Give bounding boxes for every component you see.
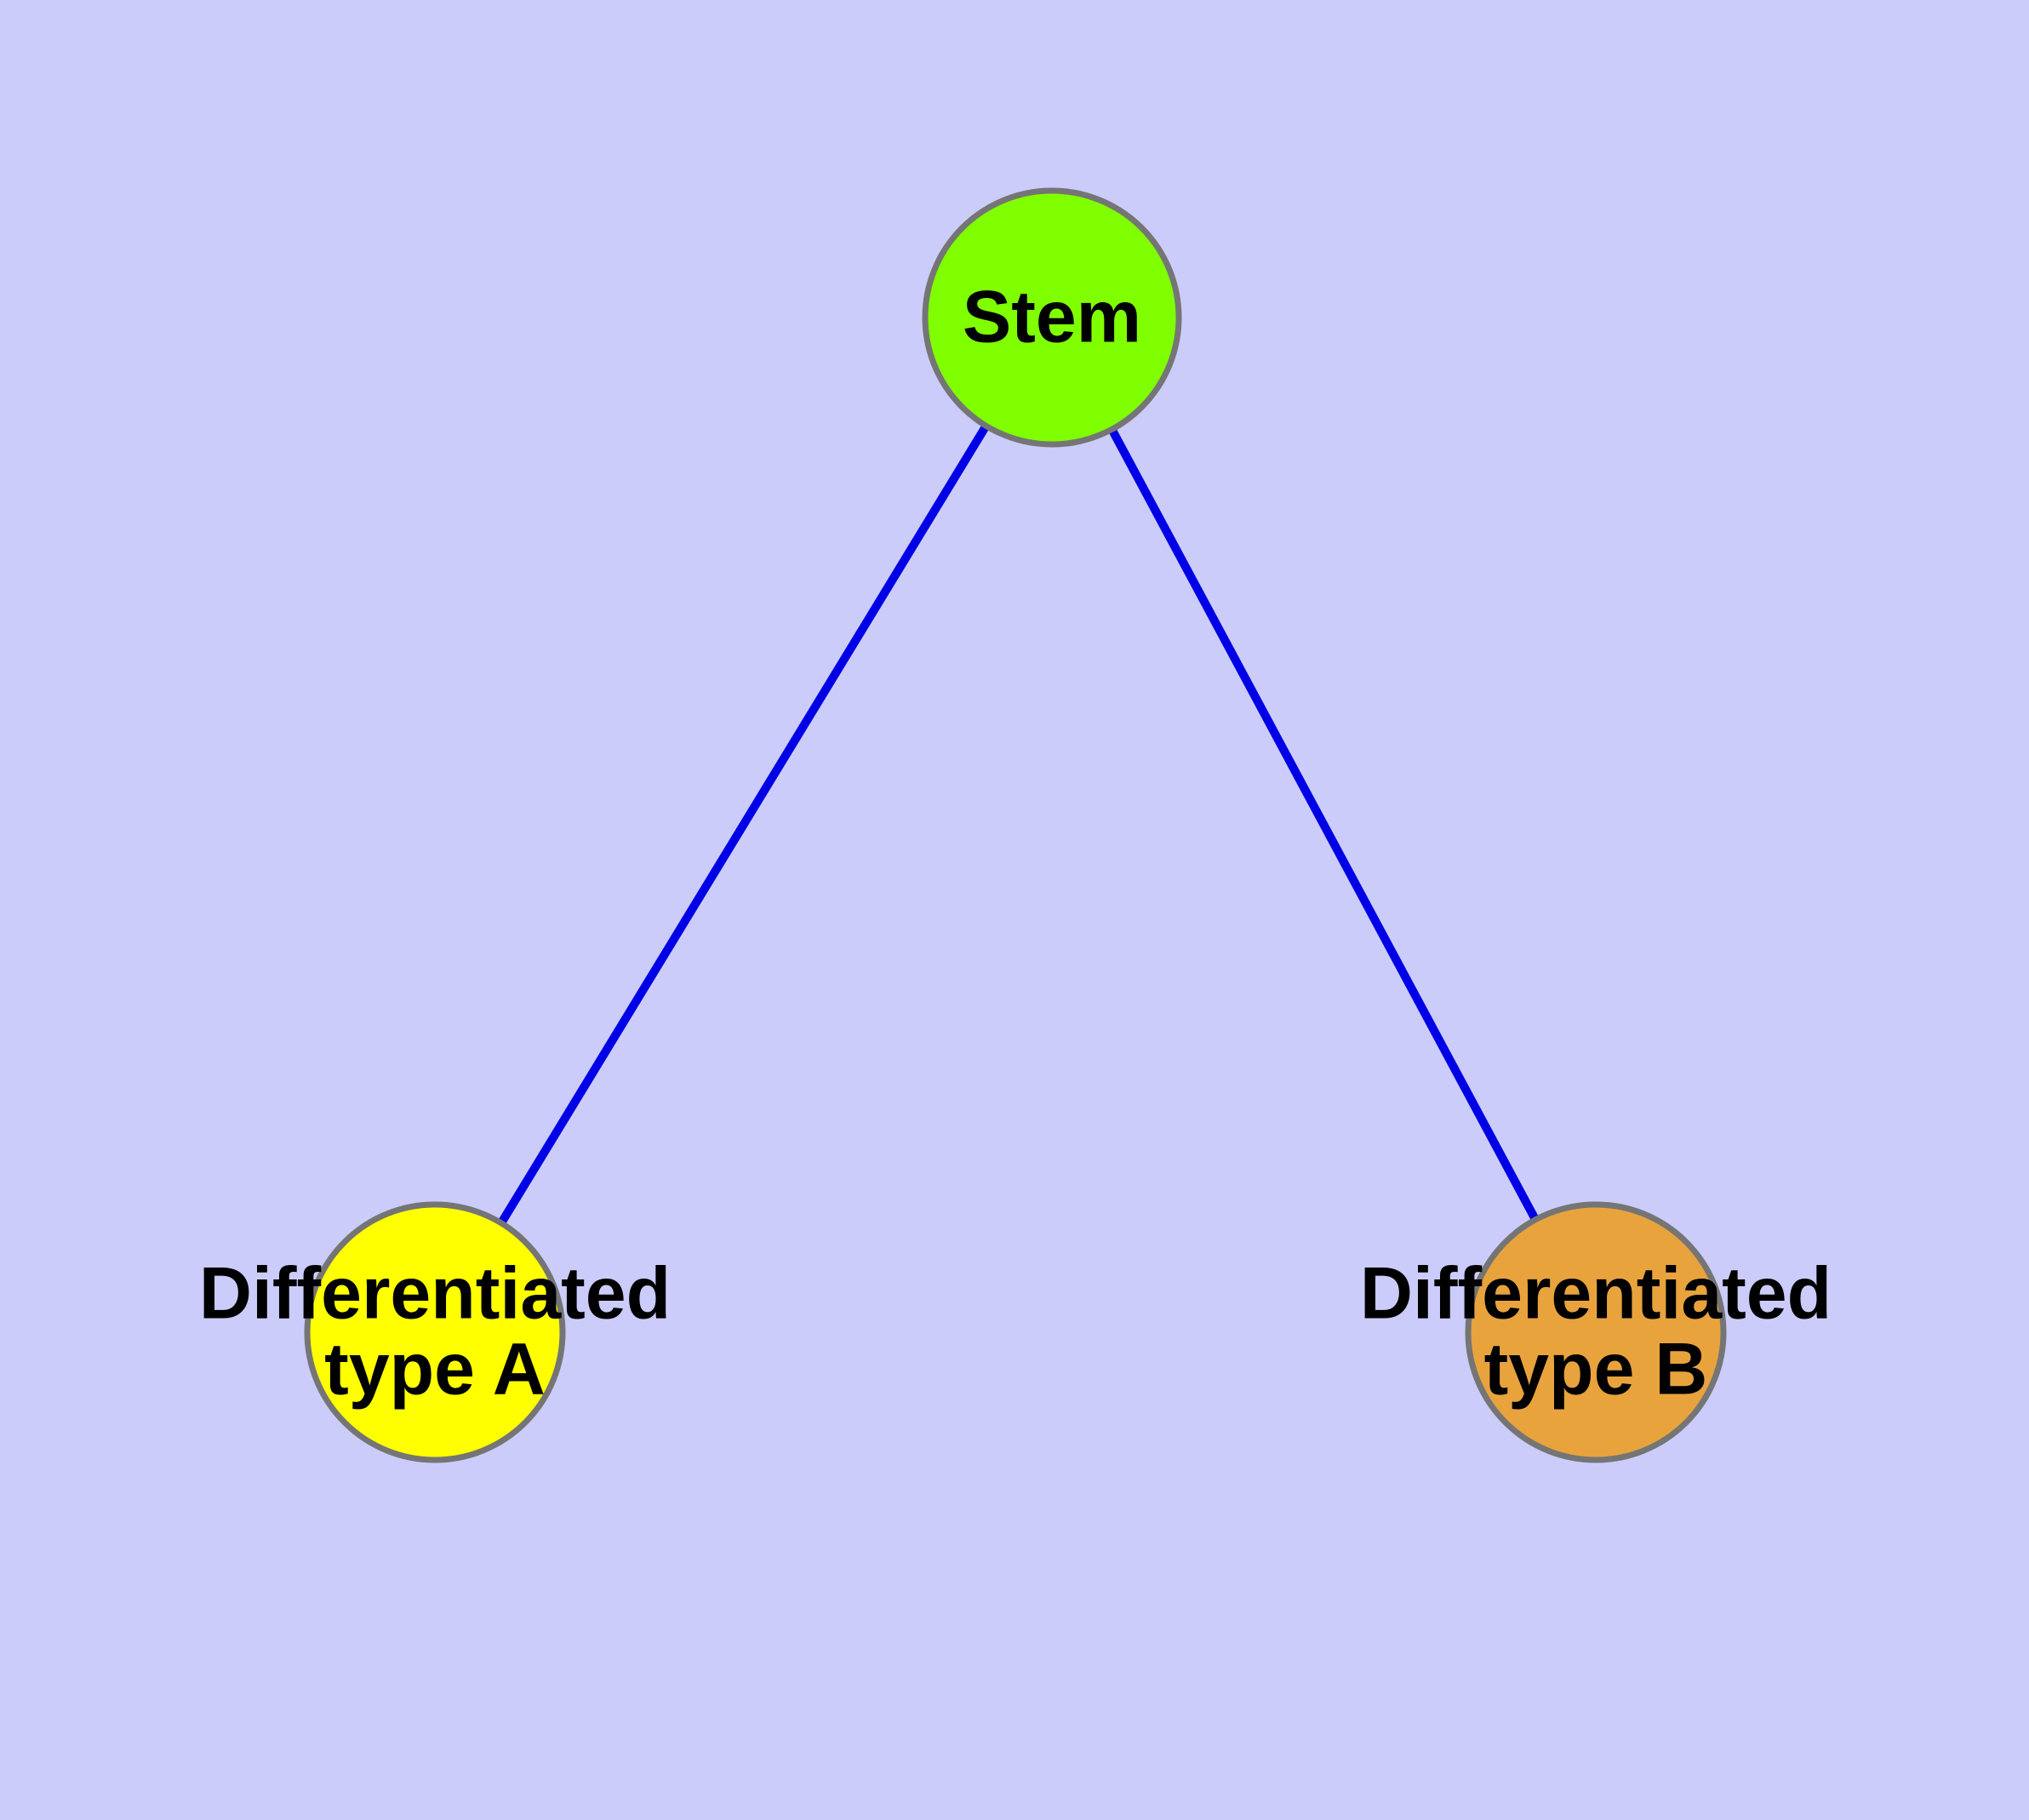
edge-stem-diff_a [431, 315, 1056, 1335]
edge-layer [431, 315, 1600, 1335]
node-diff_a[interactable] [304, 1201, 566, 1463]
node-stem[interactable] [922, 187, 1182, 448]
node-diff_b[interactable] [1465, 1201, 1727, 1463]
node-layer [304, 187, 1727, 1463]
edge-stem-diff_b [1048, 315, 1600, 1335]
